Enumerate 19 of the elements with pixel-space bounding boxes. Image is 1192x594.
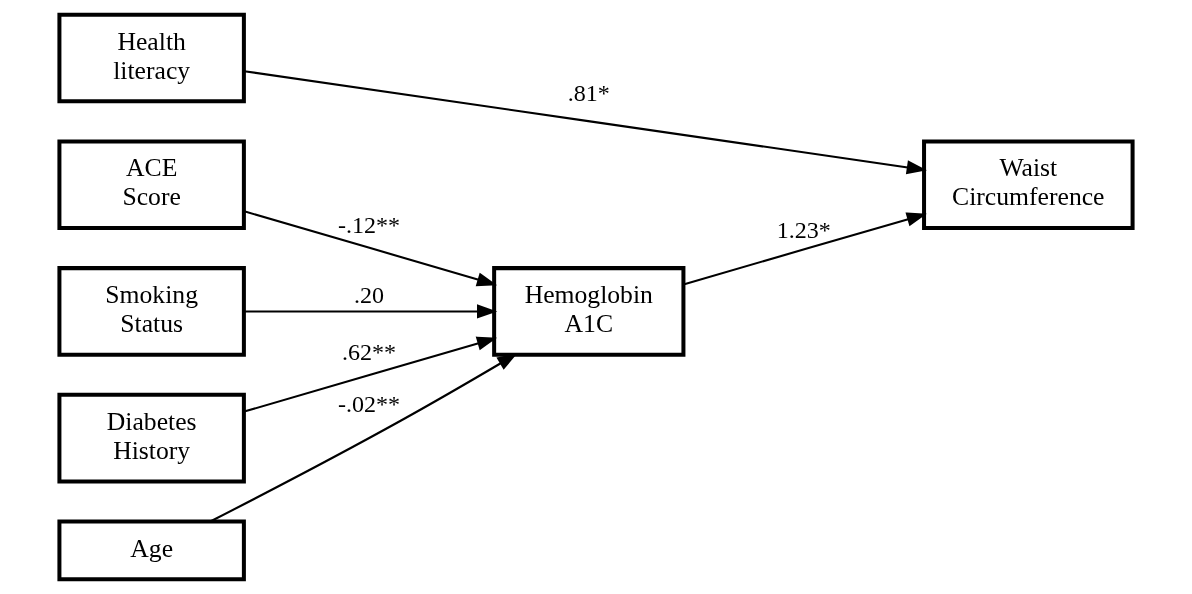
node-box: Smoking Status bbox=[57, 266, 246, 357]
node-box: Health literacy bbox=[57, 12, 246, 104]
node-box: Diabetes History bbox=[57, 392, 246, 484]
arrow bbox=[209, 353, 518, 523]
edge-label: .62** bbox=[341, 338, 397, 365]
node-box: Hemoglobin A1C bbox=[492, 266, 686, 357]
edge-label: .81* bbox=[567, 80, 610, 107]
arrow bbox=[244, 304, 498, 319]
arrow bbox=[244, 70, 927, 175]
arrow bbox=[243, 210, 498, 287]
edge-label: -.02** bbox=[337, 391, 401, 418]
edge-label: .20 bbox=[353, 282, 385, 309]
arrow bbox=[243, 336, 498, 413]
node-box: Age bbox=[57, 519, 246, 582]
edge-label: 1.23* bbox=[776, 216, 831, 243]
node-box: ACE Score bbox=[57, 139, 246, 231]
node-box: Waist Circumference bbox=[922, 139, 1135, 231]
edge-label: -.12** bbox=[337, 211, 401, 238]
arrow bbox=[683, 212, 927, 286]
